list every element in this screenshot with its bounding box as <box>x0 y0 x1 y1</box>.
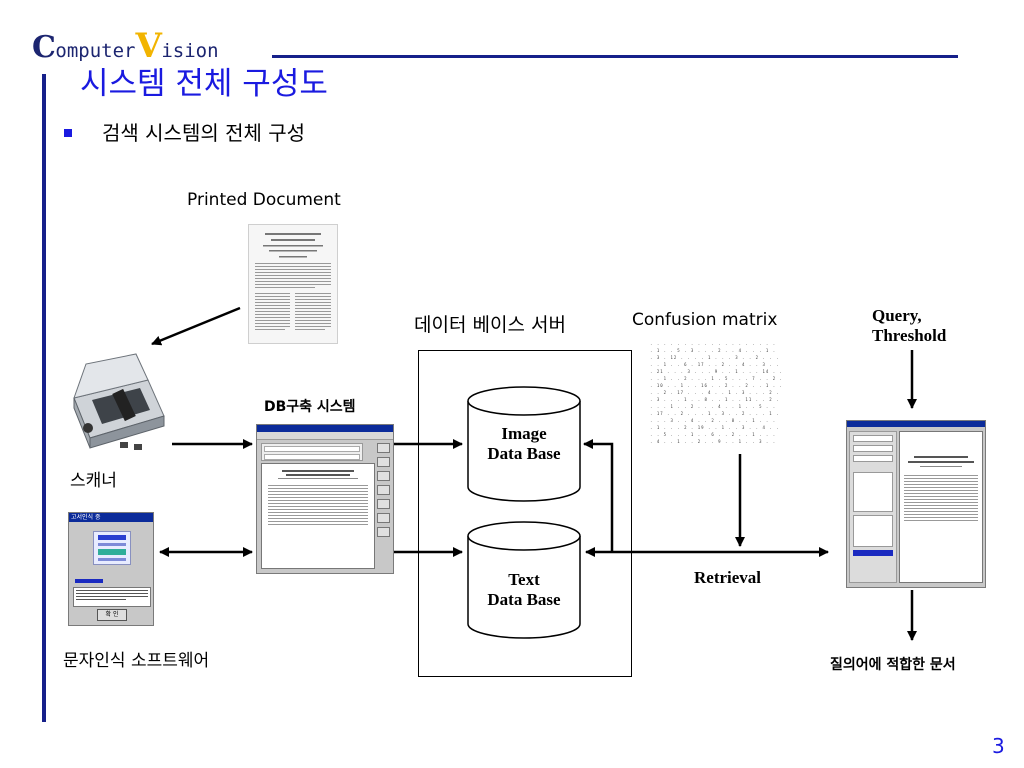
ocr-software-window: 고서인식 중 확 인 <box>68 512 154 626</box>
arrow-to-image-db-return <box>583 439 614 552</box>
ocr-progress-bar <box>75 579 103 583</box>
result-window-controls <box>849 431 897 583</box>
printed-document-image <box>248 224 338 344</box>
page-number: 3 <box>992 734 1005 758</box>
bullet-text: 검색 시스템의 전체 구성 <box>102 121 306 145</box>
ocr-preview-image <box>93 531 131 565</box>
ocr-text-output <box>73 587 151 607</box>
db-window-toolbar <box>257 432 393 440</box>
bullet-marker <box>64 129 72 137</box>
ocr-confirm-button[interactable]: 확 인 <box>97 609 127 621</box>
result-document-preview <box>899 431 983 583</box>
query-label: Query,Threshold <box>872 306 947 345</box>
database-server-box <box>418 350 632 677</box>
confusion-matrix-label: Confusion matrix <box>632 310 778 330</box>
db-window-titlebar <box>257 425 393 432</box>
text-database-cylinder <box>467 521 581 639</box>
page-title: 시스템 전체 구성도 <box>80 66 328 102</box>
retrieval-result-window <box>846 420 986 588</box>
printed-document-label: Printed Document <box>187 190 341 210</box>
ocr-software-label: 문자인식 소프트웨어 <box>63 651 210 671</box>
db-build-system-label: DB구축 시스템 <box>264 399 356 415</box>
scanner-label: 스캐너 <box>70 471 117 491</box>
db-build-system-window <box>256 424 394 574</box>
db-server-label: 데이터 베이스 서버 <box>414 314 566 336</box>
image-database-cylinder <box>467 386 581 502</box>
scanner-icon <box>73 353 165 450</box>
db-window-document-preview <box>261 463 375 569</box>
retrieval-label: Retrieval <box>694 568 762 587</box>
matched-documents-label: 질의어에 적합한 문서 <box>830 657 956 673</box>
confusion-matrix-image: . . . . . . . . . . . . . . . . . . . . … <box>650 341 783 444</box>
header-divider <box>272 55 958 58</box>
left-accent-bar <box>42 74 46 722</box>
arrow-document-to-scanner <box>151 306 241 346</box>
db-window-side-buttons <box>377 443 390 567</box>
computer-vision-logo: ComputerVision <box>32 26 219 66</box>
db-window-fields <box>261 443 363 461</box>
result-window-titlebar <box>847 421 985 427</box>
ocr-window-titlebar: 고서인식 중 <box>69 513 153 522</box>
